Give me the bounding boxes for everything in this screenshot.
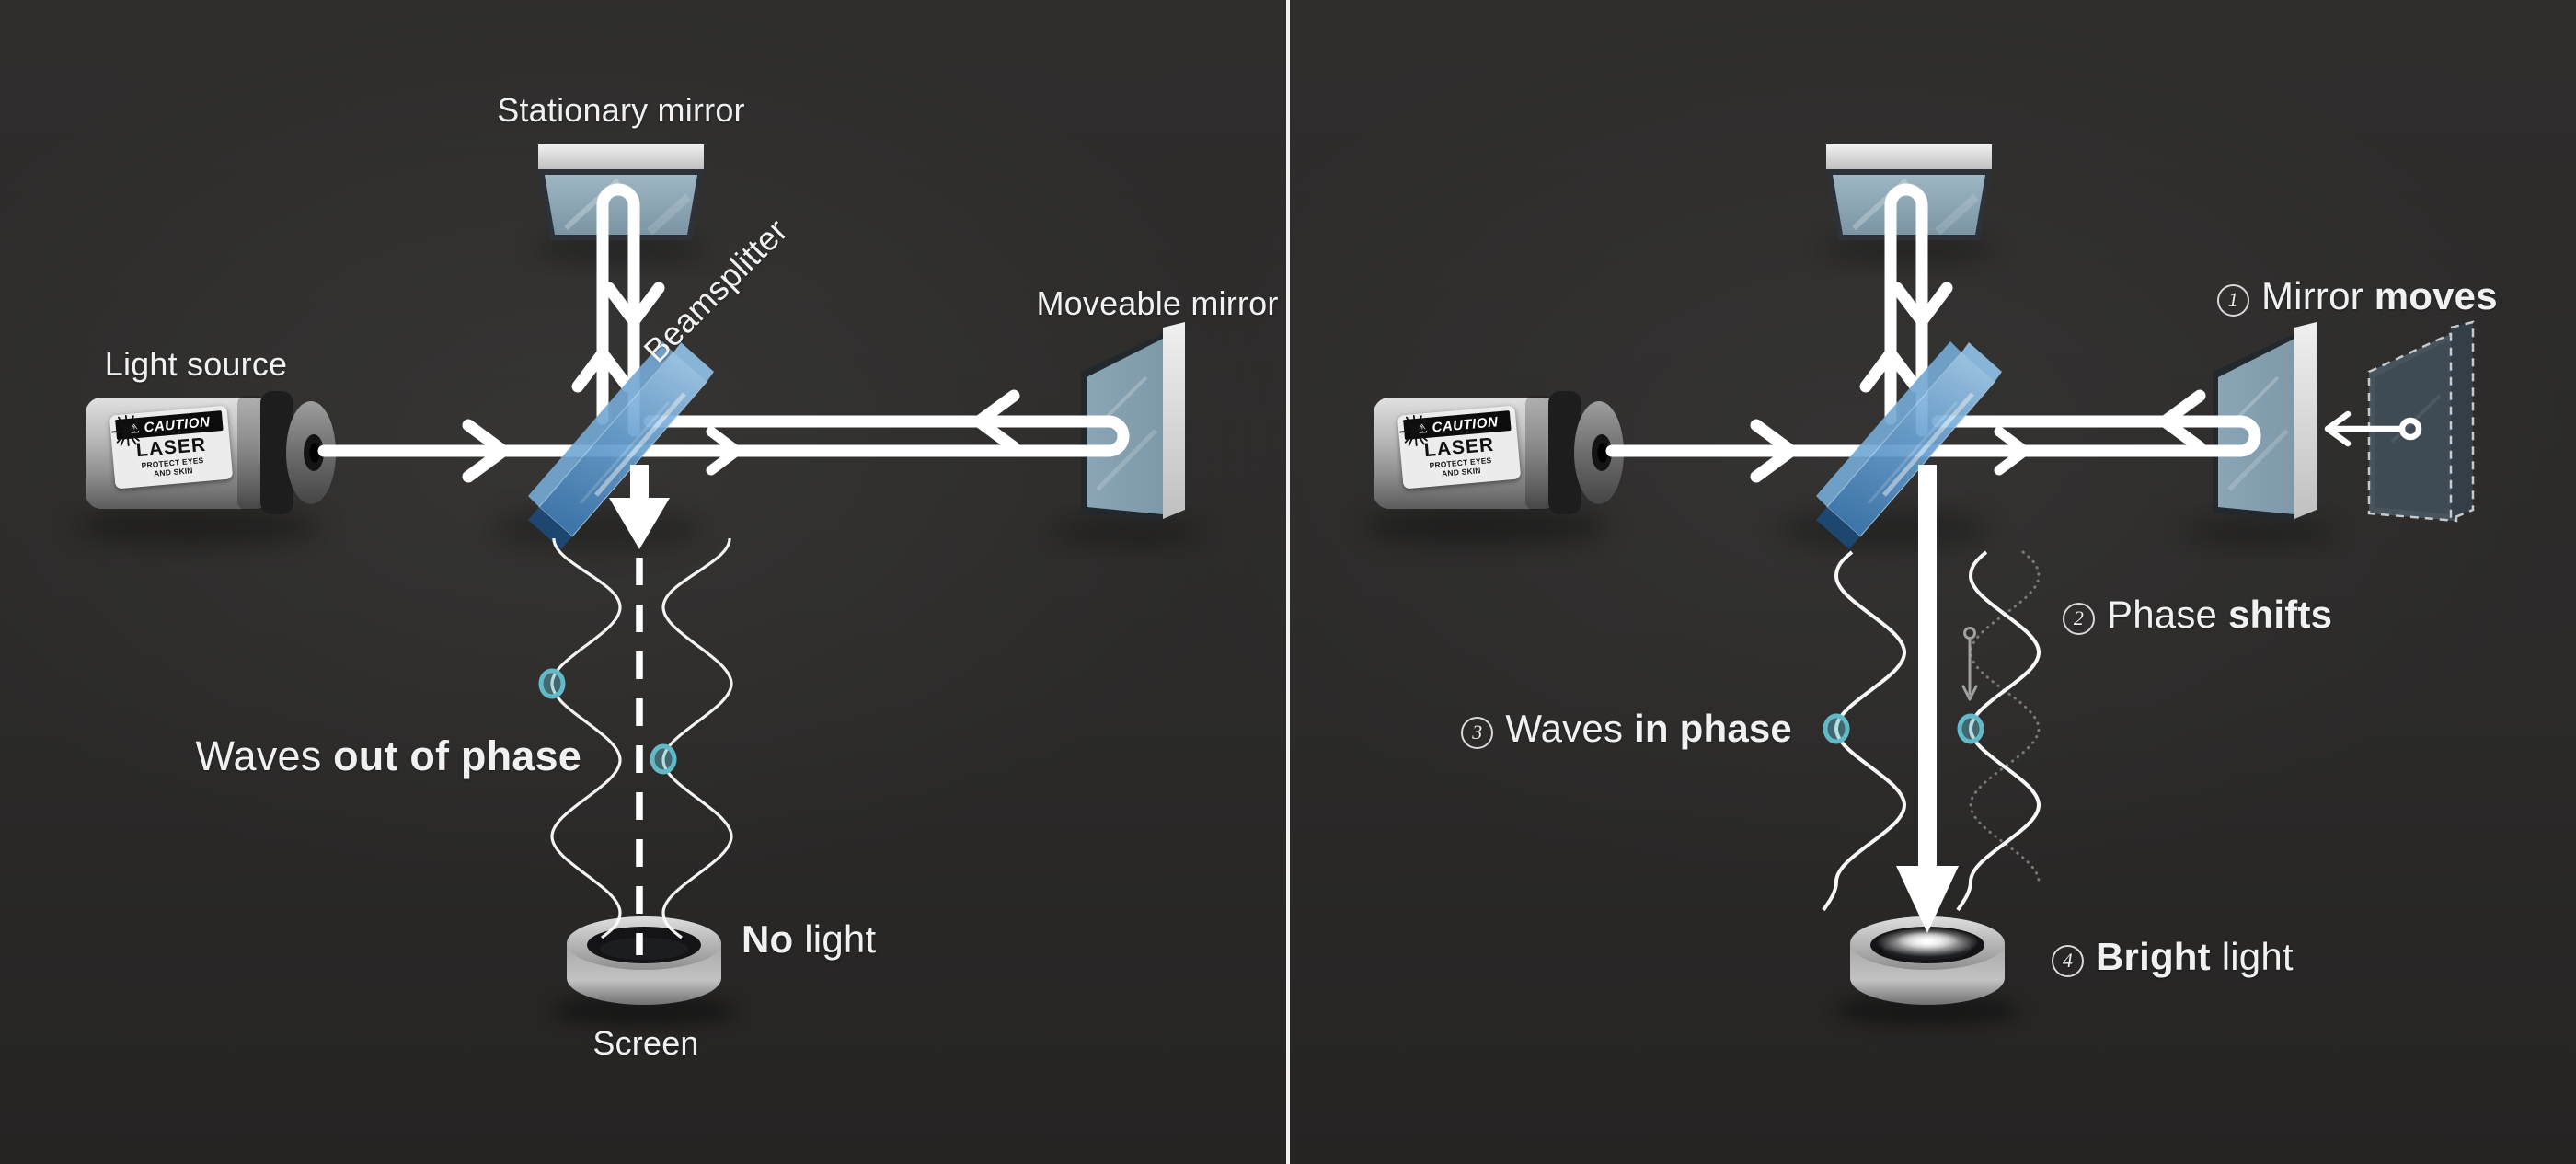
arrow-right-icon (462, 419, 510, 483)
label-bold: in phase (1634, 707, 1792, 750)
label-bold: No (742, 917, 794, 961)
horizontal-beam (1605, 415, 2261, 457)
step1-mirror-moves-label: 1 Mirror moves (2217, 274, 2498, 318)
ghost-mirror (2367, 320, 2475, 523)
arrow-down-big-icon (609, 498, 670, 549)
label-bold: Bright (2096, 935, 2211, 978)
arrow-right-small-icon (706, 426, 742, 476)
step4-bright-light-label: 4 Bright light (2052, 935, 2294, 979)
phase-dot-left (538, 668, 566, 699)
label-normal: Waves (195, 732, 334, 779)
phase-dot-right (1957, 713, 1984, 744)
label-normal: Phase (2107, 593, 2228, 636)
no-light-label: No light (742, 917, 876, 962)
caution-text: CAUTION (143, 413, 211, 435)
arrow-left-icon (2324, 410, 2352, 447)
step-number-badge: 2 (2063, 602, 2095, 635)
output-beam (609, 465, 670, 955)
wave-right (1956, 550, 2041, 912)
wave-left (550, 537, 622, 939)
laser-warning-label: ⚠ CAUTION LASER PROTECT EYES AND SKIN (109, 405, 234, 490)
screen-label: Screen (592, 1024, 699, 1062)
step3-waves-in-phase-label: 3 Waves in phase (1461, 707, 1792, 751)
step-number-badge: 1 (2217, 283, 2249, 317)
phase-dot-right (650, 743, 677, 775)
step-number-badge: 3 (1461, 716, 1494, 749)
label-bold: shifts (2227, 593, 2333, 636)
label-normal: light (2210, 935, 2294, 978)
ghost-wave (1969, 550, 2041, 883)
laser-warning-label: ⚠ CAUTION LASER PROTECT EYES AND SKIN (1397, 405, 1522, 490)
waves-out-of-phase (550, 537, 733, 939)
panel-right-graphics (1362, 144, 2475, 1025)
arrow-left-icon (972, 389, 1020, 454)
laser-starburst-icon (1399, 415, 1432, 447)
light-source-label: Light source (104, 345, 288, 383)
laser-starburst-icon (111, 415, 144, 447)
phase-markers (538, 668, 677, 775)
label-normal: light (793, 917, 877, 961)
panel-left-graphics (74, 144, 1205, 1025)
panel-divider (1286, 0, 1290, 1164)
caution-text: CAUTION (1431, 413, 1499, 435)
light-beams (1605, 389, 2261, 483)
arrow-down-big-icon (1896, 866, 1959, 933)
phase-dot-left (1823, 713, 1850, 744)
light-beams (317, 389, 1130, 483)
waves-in-phase (1822, 550, 2041, 912)
arrow-down-small-icon (1961, 685, 1978, 701)
phase-markers (1823, 713, 1984, 744)
step-number-badge: 4 (2052, 944, 2084, 977)
arrow-right-icon (1750, 419, 1798, 483)
label-normal: Waves (1505, 707, 1635, 750)
arrow-right-small-icon (1994, 426, 2030, 476)
wave-right (661, 537, 733, 939)
waves-out-of-phase-label: Waves out of phase (196, 732, 581, 780)
horizontal-beam (317, 415, 1130, 457)
label-bold: out of phase (333, 732, 581, 779)
screen-dish (567, 916, 721, 1005)
phase-shift-arrow (1961, 627, 1978, 701)
mirror-move-arrow (2324, 410, 2422, 447)
stationary-mirror-label: Stationary mirror (497, 91, 745, 129)
label-bold: moves (2374, 274, 2498, 317)
output-beam (1896, 465, 1959, 950)
arrow-left-icon (2158, 389, 2206, 454)
label-normal: Mirror (2261, 274, 2375, 317)
wave-left (1822, 550, 1907, 912)
moveable-mirror-label: Moveable mirror (1036, 284, 1279, 322)
step2-phase-shifts-label: 2 Phase shifts (2063, 593, 2332, 637)
bright-core-glow (1896, 931, 1959, 950)
